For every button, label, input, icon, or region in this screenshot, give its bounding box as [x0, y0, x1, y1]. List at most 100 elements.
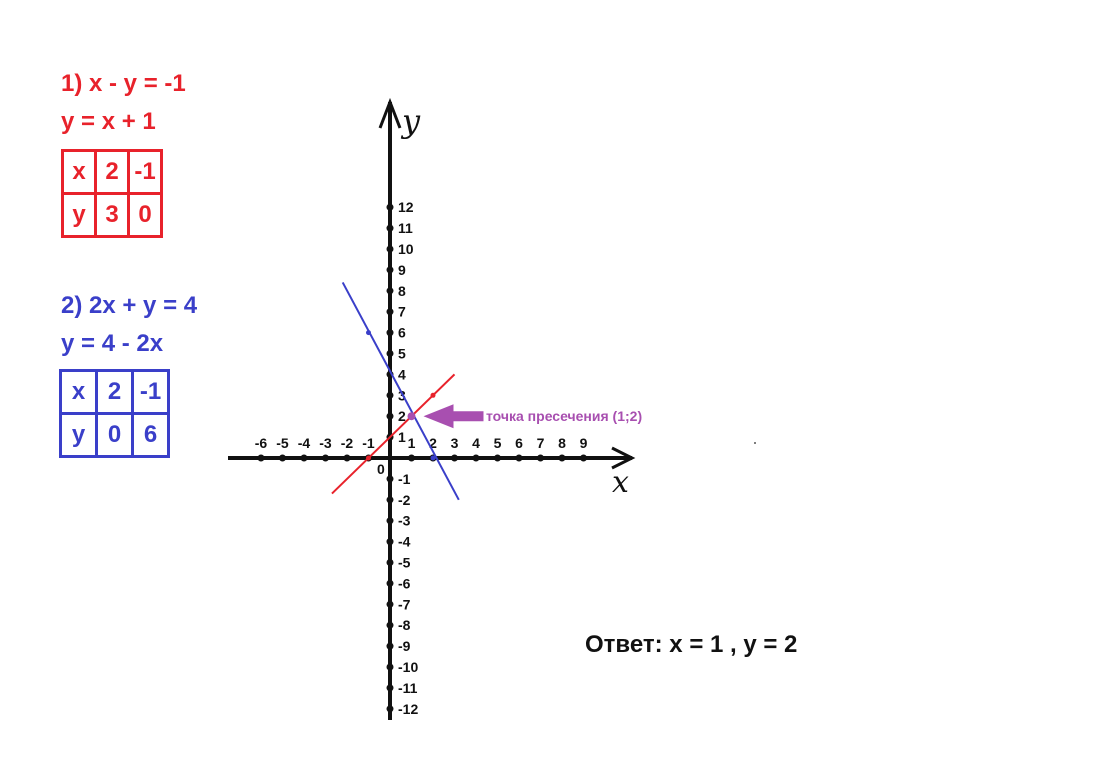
y-tick-label: 12 [398, 199, 414, 215]
equation-2: 2) 2x + y = 4 [61, 292, 198, 319]
equation-2-rewritten: y = 4 - 2x [61, 330, 164, 357]
y-tick-label: -1 [398, 471, 411, 487]
x-tick-mark [257, 454, 265, 462]
x-tick-mark [322, 454, 329, 462]
y-tick-label: -12 [398, 701, 418, 717]
y-tick-label: -6 [398, 575, 411, 591]
y-tick-label: 6 [398, 325, 406, 341]
y-tick-label: -5 [398, 555, 411, 571]
y-tick-label: -7 [398, 596, 411, 612]
point-line-2 [430, 455, 436, 461]
table-header-y: y [61, 192, 97, 238]
x-axis-label: x [612, 465, 629, 500]
x-tick-mark [558, 454, 566, 462]
y-tick-mark [386, 559, 394, 566]
table-cell: 2 [95, 369, 134, 415]
x-tick-mark [537, 454, 544, 462]
y-tick-mark [386, 496, 394, 504]
intersection-point [407, 412, 416, 421]
origin-label: 0 [377, 461, 385, 477]
table-cell: 3 [94, 192, 130, 238]
x-tick-label: -6 [255, 435, 268, 451]
value-table-2: x 2 -1 y 0 6 [59, 369, 170, 458]
y-tick-mark [386, 224, 394, 232]
y-axis-label: y [400, 102, 421, 140]
y-tick-label: 1 [398, 429, 406, 445]
table-cell: 0 [127, 192, 163, 238]
y-tick-mark [386, 579, 394, 587]
table-cell: 6 [131, 412, 170, 458]
y-tick-mark [386, 203, 394, 211]
y-tick-label: -9 [398, 638, 411, 654]
x-tick-label: 3 [451, 435, 459, 451]
line-y-equals-x-plus-1 [331, 373, 456, 495]
x-tick-label: -5 [276, 435, 289, 451]
point-line-2 [366, 330, 371, 336]
y-tick-label: -3 [398, 513, 411, 529]
x-tick-label: -1 [362, 435, 375, 451]
table-header-y: y [59, 412, 98, 458]
table-row: x 2 -1 [59, 369, 170, 415]
x-tick-label: 2 [429, 435, 437, 451]
y-tick-label: 5 [398, 346, 406, 362]
y-tick-mark [386, 705, 394, 713]
x-tick-mark [451, 454, 458, 462]
y-tick-label: 11 [398, 220, 413, 236]
y-tick-mark [386, 350, 394, 357]
x-tick-mark [580, 454, 587, 462]
table-header-x: x [59, 369, 98, 415]
x-tick-mark [494, 454, 501, 462]
x-tick-label: 9 [580, 435, 588, 451]
x-tick-label: 5 [494, 435, 502, 451]
y-tick-mark [386, 642, 394, 650]
y-tick-label: 4 [398, 366, 406, 382]
y-tick-mark [386, 391, 394, 399]
y-tick-label: 2 [398, 408, 406, 424]
y-tick-mark [386, 538, 394, 546]
x-tick-label: 8 [558, 435, 566, 451]
y-tick-label: 9 [398, 262, 406, 278]
x-tick-label: 7 [537, 435, 545, 451]
intersection-label: точка пресечения (1;2) [486, 408, 642, 424]
equation-1-rewritten: y = x + 1 [61, 108, 156, 135]
y-tick-label: 10 [398, 241, 414, 257]
x-tick-mark [408, 454, 415, 462]
y-tick-mark [386, 308, 394, 316]
y-tick-label: -8 [398, 617, 411, 633]
x-tick-label: 4 [472, 435, 480, 451]
value-table-1: x 2 -1 y 3 0 [61, 149, 163, 238]
point-line-1 [430, 392, 436, 398]
y-tick-mark [386, 684, 394, 692]
x-tick-label: 6 [515, 435, 523, 451]
y-tick-label: -2 [398, 492, 411, 508]
y-tick-label: 7 [398, 304, 406, 320]
graph-lines [331, 281, 460, 501]
stray-dot [754, 442, 756, 444]
table-header-x: x [61, 149, 97, 195]
x-tick-mark [343, 454, 351, 462]
y-tick-mark [386, 329, 394, 337]
y-tick-label: 8 [398, 283, 406, 299]
table-cell: -1 [127, 149, 163, 195]
answer: Ответ: x = 1 , y = 2 [585, 631, 798, 658]
y-axis-arrow [378, 97, 402, 129]
intersection-arrow [423, 404, 484, 429]
y-tick-mark [386, 663, 394, 671]
y-tick-mark [386, 600, 394, 608]
x-tick-mark [515, 454, 523, 462]
x-axis-arrow [611, 446, 636, 470]
x-tick-label: -3 [319, 435, 332, 451]
y-tick-mark [386, 517, 394, 525]
y-tick-mark [386, 287, 394, 295]
x-tick-mark [279, 454, 286, 462]
table-cell: 0 [95, 412, 134, 458]
point-line-1 [366, 455, 371, 461]
y-tick-mark [386, 621, 394, 629]
x-tick-label: 1 [408, 435, 416, 451]
x-tick-label: -2 [341, 435, 354, 451]
y-ticks: 121110987654321-1-2-3-4-5-6-7-8-9-10-11-… [386, 199, 418, 717]
equation-1: 1) x - y = -1 [61, 70, 186, 97]
line-y-equals-4-minus-2x [341, 281, 460, 501]
